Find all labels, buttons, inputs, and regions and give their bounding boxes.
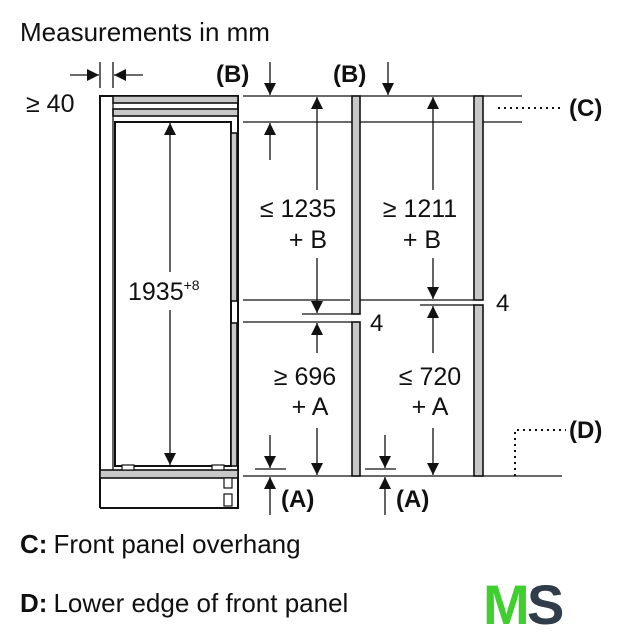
diagram-title: Measurements in mm xyxy=(20,17,270,47)
lower-right-label: ≤ 720 xyxy=(399,363,461,391)
svg-text:S: S xyxy=(527,573,564,636)
lower-front-panel-right xyxy=(473,304,484,477)
upper-door-edge xyxy=(230,132,238,302)
ms-logo: M S xyxy=(483,573,564,636)
side-gap-label: ≥ 40 xyxy=(26,90,74,118)
marker-a-right: (A) xyxy=(396,486,429,513)
top-strip xyxy=(112,108,239,117)
upper-right-suffix: + B xyxy=(403,226,441,254)
plinth xyxy=(99,469,239,479)
upper-right-label: ≥ 1211 xyxy=(383,195,457,223)
lower-door-edge xyxy=(230,322,238,467)
marker-d: (D) xyxy=(569,417,602,444)
gap-right-label: 4 xyxy=(496,290,509,317)
legend-item-d: D:Lower edge of front panel xyxy=(20,588,348,618)
upper-left-suffix: + B xyxy=(289,226,327,254)
upper-left-label: ≤ 1235 xyxy=(260,195,336,223)
marker-c: (C) xyxy=(569,95,602,122)
side-gap-dimension: ≥ 40 xyxy=(26,62,143,118)
marker-b-left: (B) xyxy=(216,61,249,88)
lower-left-suffix: + A xyxy=(292,393,329,421)
height-label: 1935+8 xyxy=(128,277,200,306)
lower-front-panel-left xyxy=(351,321,361,477)
upper-front-panel-right xyxy=(473,95,484,301)
lower-left-label: ≥ 696 xyxy=(274,363,336,391)
marker-a-left: (A) xyxy=(281,486,314,513)
marker-b-right: (B) xyxy=(333,61,366,88)
legend-item-c: C:Front panel overhang xyxy=(20,529,301,559)
top-panel xyxy=(112,95,239,104)
lower-right-suffix: + A xyxy=(412,393,449,421)
gap-left-label: 4 xyxy=(370,310,383,337)
upper-front-panel-left xyxy=(351,95,361,315)
height-dimension: 1935+8 xyxy=(128,123,200,465)
cabinet xyxy=(99,95,239,509)
svg-text:M: M xyxy=(483,573,530,636)
